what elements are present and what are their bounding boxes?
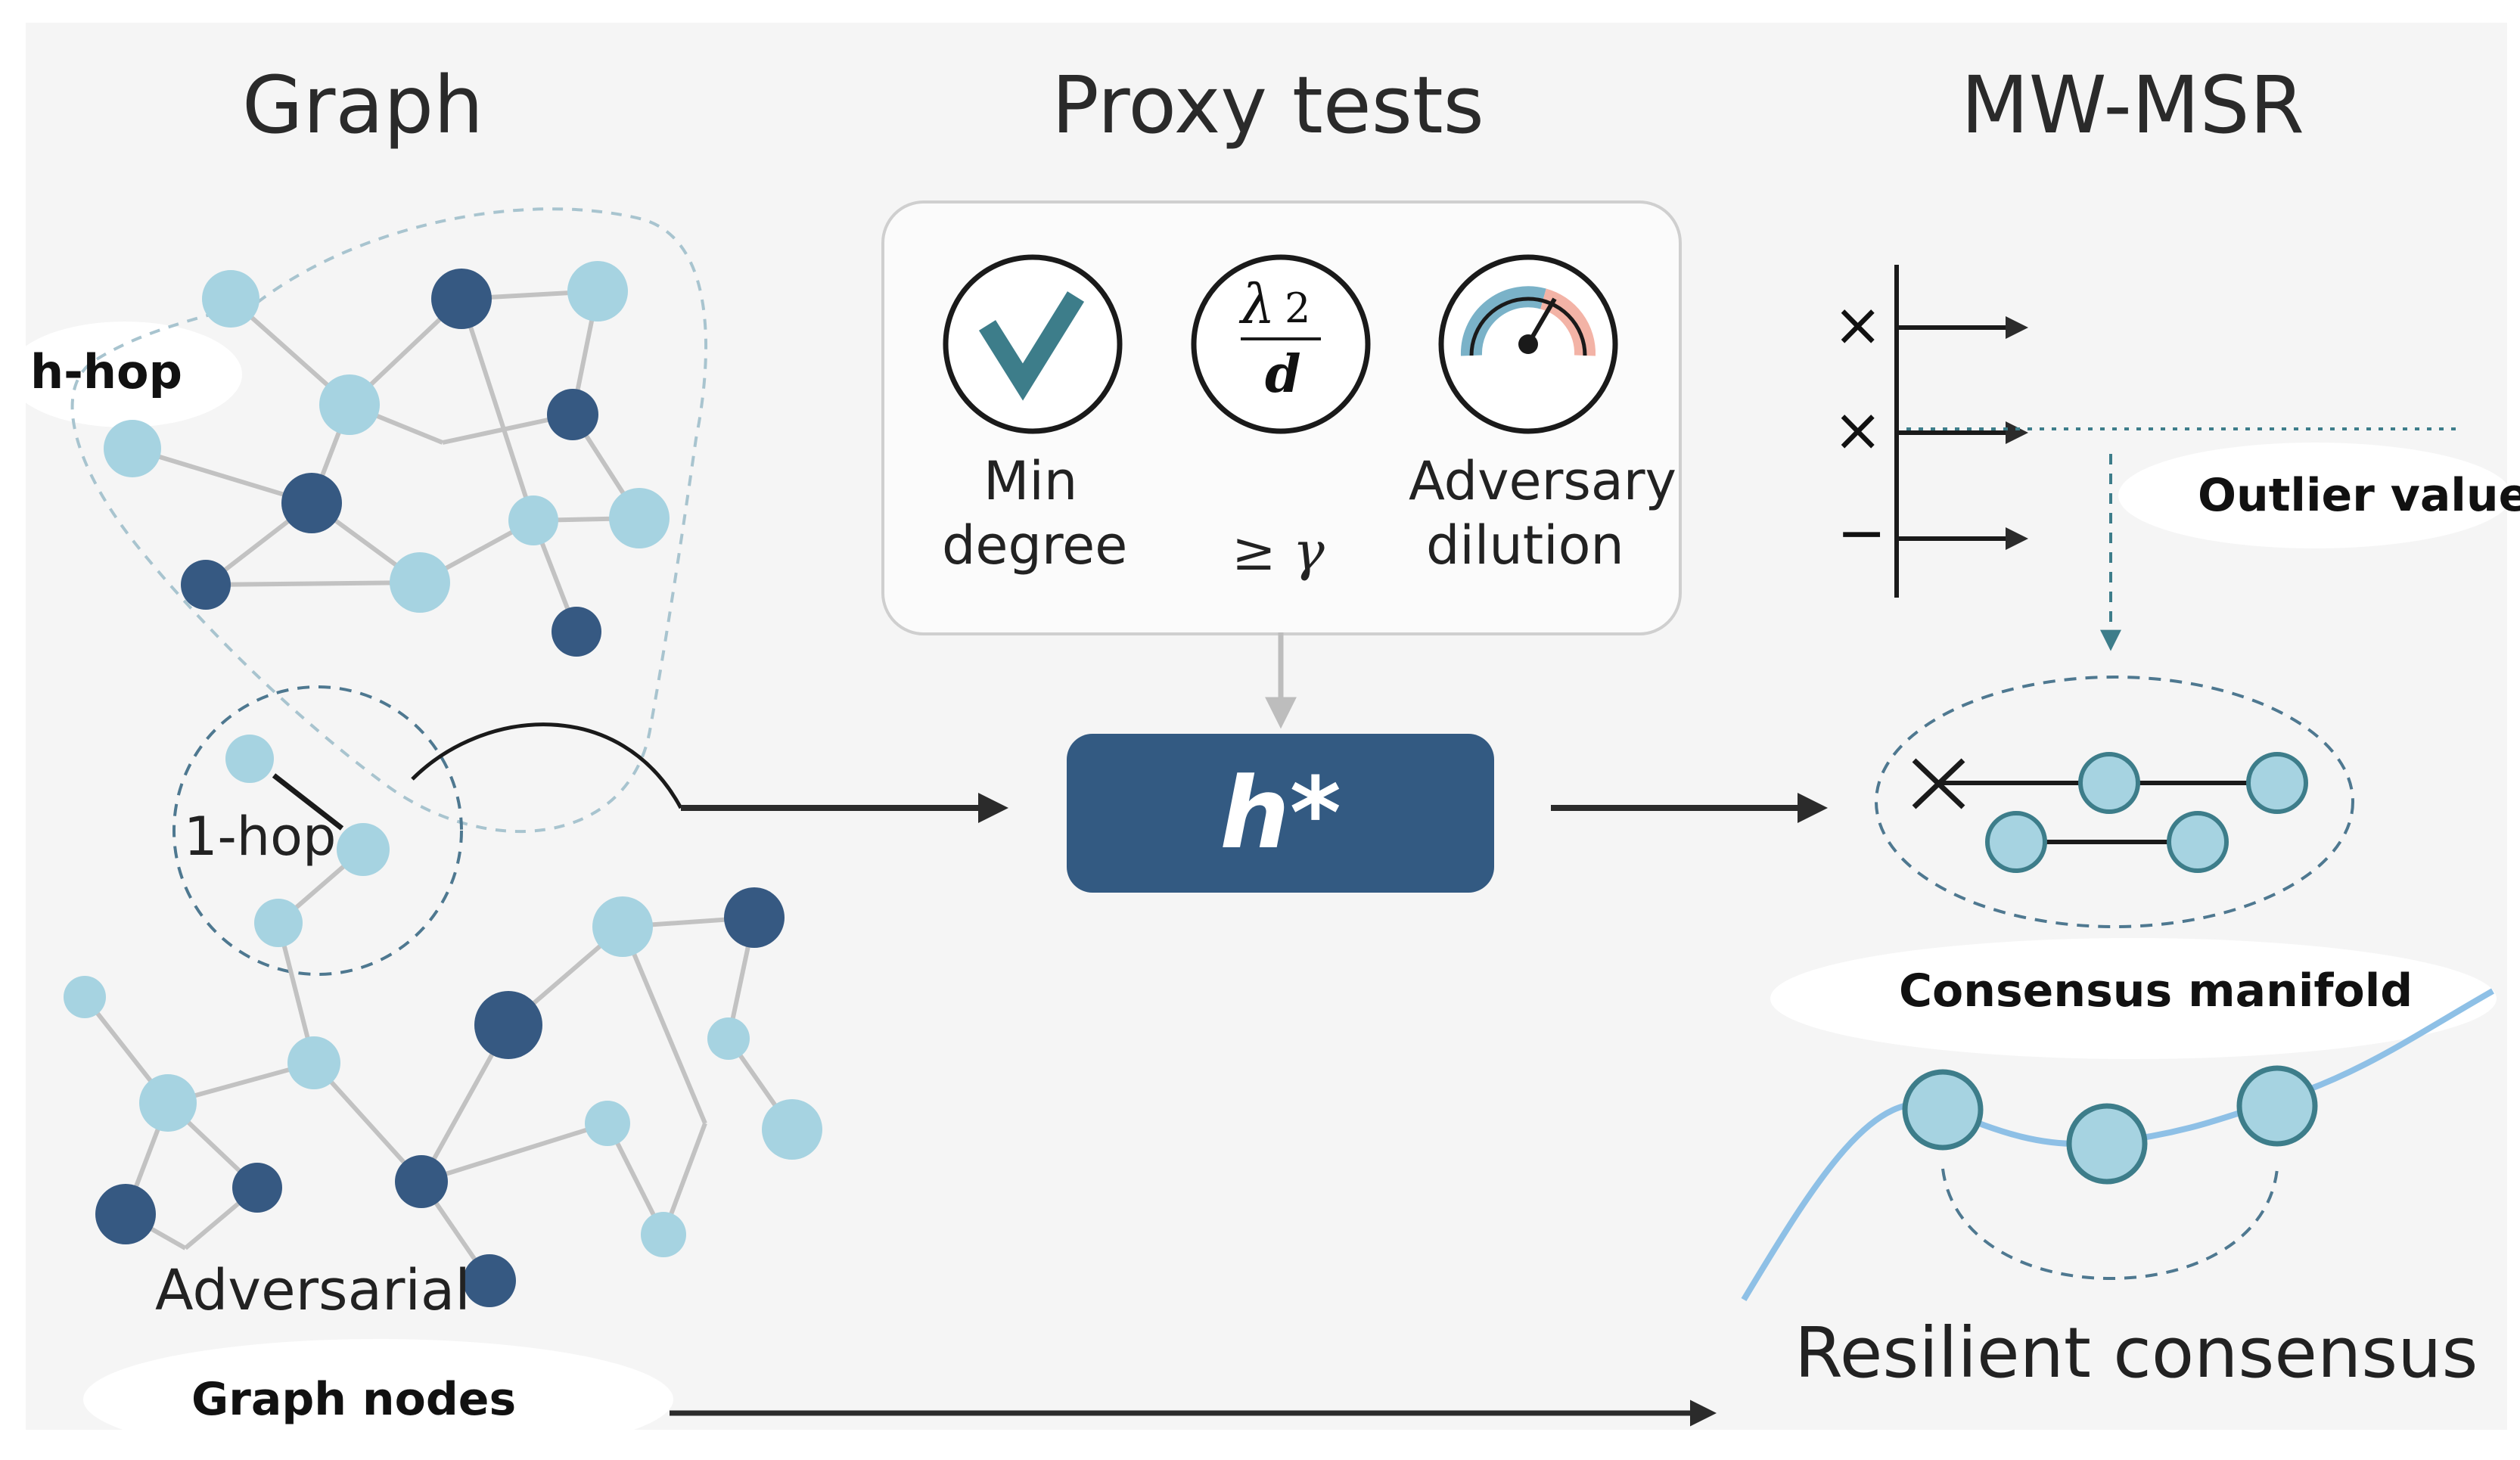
consensus-bowl (1941, 1168, 2279, 1281)
adversary-label-line2: dilution (1426, 514, 1624, 576)
one-hop-link (272, 773, 344, 831)
one-hop-label: 1-hop (184, 806, 337, 868)
lambda-denominator: d (1265, 344, 1301, 405)
adversarial-label: Adversarial (155, 1258, 471, 1323)
node-light (104, 420, 161, 477)
graph-nodes-label-backdrop (83, 1339, 673, 1460)
hop-arc (411, 722, 683, 809)
consensus-node (1902, 1069, 1984, 1151)
node-light (585, 1101, 630, 1146)
lambda-ratio-icon (1191, 254, 1371, 434)
checkmark-icon (943, 254, 1123, 434)
graph-edges-bottom (82, 847, 794, 1282)
graph-nodes-label: Graph nodes (191, 1373, 517, 1426)
h-hop-label-backdrop (8, 322, 242, 427)
node-light (254, 899, 303, 947)
manifold-node (2246, 752, 2308, 814)
manifold-node (2167, 811, 2229, 873)
node-dark (724, 887, 785, 948)
node-dark (281, 473, 342, 533)
outlier-value-label: Outlier value (2198, 469, 2520, 522)
mwmsr-mark-2: × (1833, 396, 1883, 464)
node-dark (232, 1163, 282, 1213)
node-light (707, 1017, 750, 1060)
gauge-icon (1438, 254, 1618, 434)
consensus-manifold-label: Consensus manifold (1899, 965, 2413, 1017)
node-light (762, 1099, 822, 1160)
node-light (641, 1212, 686, 1257)
node-dark (463, 1254, 516, 1307)
proxy-column-title: Proxy tests (1052, 59, 1484, 151)
node-light (567, 261, 628, 322)
mwmsr-mark-1: × (1833, 291, 1883, 359)
manifold-nodes (1985, 752, 2308, 873)
node-dark (95, 1184, 156, 1244)
h-hop-region (70, 207, 708, 834)
node-dark (547, 389, 598, 440)
node-dark (552, 607, 601, 657)
min-degree-label-line2: degree (942, 514, 1128, 576)
adversary-label-line1: Adversary (1409, 450, 1676, 512)
node-light (139, 1074, 197, 1132)
gamma-condition-label: ≥ γ (1232, 520, 1325, 582)
node-light (287, 1036, 340, 1089)
node-light (592, 896, 653, 957)
node-light (64, 976, 106, 1018)
one-hop-region (172, 685, 463, 976)
manifold-cross-icon (1912, 758, 1965, 809)
consensus-node (2236, 1065, 2318, 1147)
node-light (337, 823, 390, 876)
resilient-consensus-label: Resilient consensus (1794, 1312, 2478, 1393)
consensus-node (2066, 1103, 2148, 1185)
h-star-box: h* (1067, 734, 1494, 893)
mwmsr-column-title: MW-MSR (1961, 59, 2304, 151)
h-hop-label: h-hop (30, 344, 182, 399)
h-star-label: h* (1220, 756, 1341, 871)
consensus-nodes (1902, 1065, 2318, 1185)
lambda-subscript: 2 (1285, 284, 1311, 332)
consensus-manifold-region (1875, 676, 2354, 928)
node-light (609, 488, 670, 548)
node-dark (431, 269, 492, 329)
lambda-symbol: λ (1241, 272, 1276, 336)
node-light (390, 552, 450, 613)
graph-nodes (64, 261, 822, 1307)
node-dark (474, 991, 542, 1059)
node-dark (181, 560, 231, 610)
manifold-node (1985, 811, 2047, 873)
outlier-label-backdrop (2118, 443, 2512, 548)
mwmsr-mark-3: − (1837, 499, 1887, 567)
min-degree-label-line1: Min (983, 450, 1078, 512)
node-light (508, 495, 558, 545)
graph-column-title: Graph (242, 59, 484, 151)
manifold-node (2078, 752, 2140, 814)
node-light (202, 270, 259, 328)
node-dark (395, 1155, 448, 1208)
node-light (319, 374, 380, 435)
node-light (225, 735, 274, 783)
manifold-label-backdrop (1770, 938, 2497, 1059)
